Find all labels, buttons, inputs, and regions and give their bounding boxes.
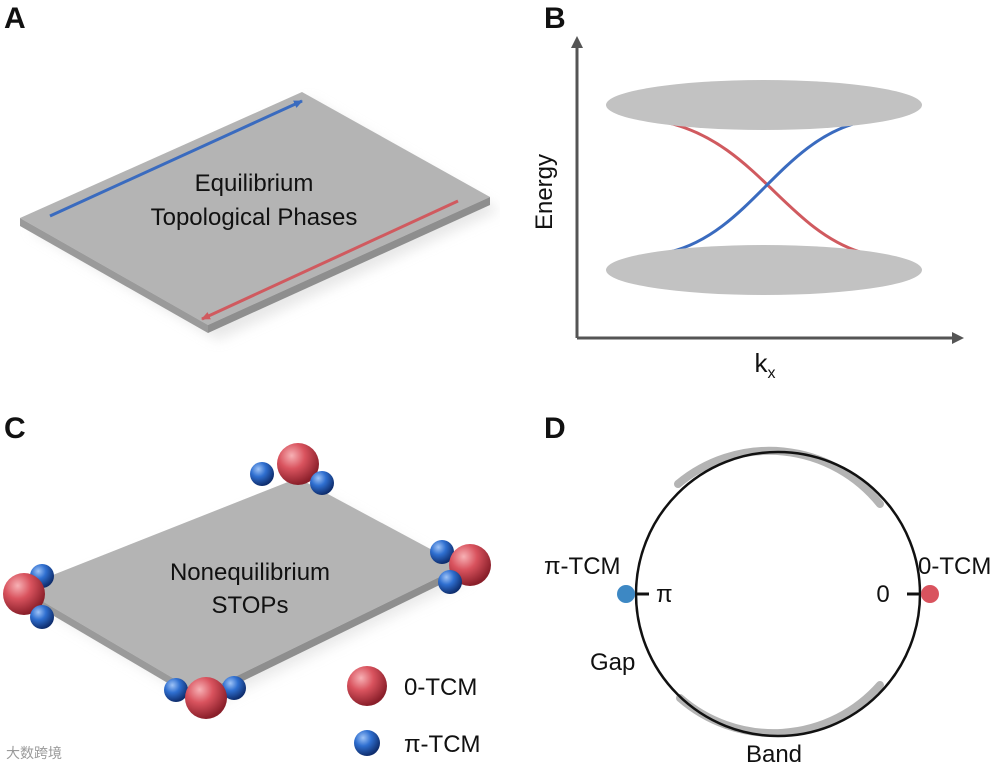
blue-sphere bbox=[430, 540, 454, 564]
blue-edge-state bbox=[669, 120, 861, 254]
blue-sphere bbox=[438, 570, 462, 594]
gap-label: Gap bbox=[590, 649, 635, 676]
panel-b-diagram: Energy kx bbox=[531, 36, 964, 382]
lower-band bbox=[606, 245, 922, 295]
zero-tick-label: 0 bbox=[876, 581, 889, 608]
zero-tcm-dot bbox=[921, 585, 939, 603]
red-sphere bbox=[3, 573, 45, 615]
legend-0-tcm-label: 0-TCM bbox=[404, 674, 477, 701]
nonequilibrium-slab bbox=[20, 478, 462, 694]
slab-edge bbox=[20, 218, 208, 333]
blue-sphere bbox=[250, 462, 274, 486]
legend-pi-tcm-label: π-TCM bbox=[404, 731, 481, 758]
panel-c-label: C bbox=[4, 412, 26, 445]
equilibrium-slab bbox=[20, 92, 490, 325]
blue-sphere bbox=[310, 471, 334, 495]
band-label: Band bbox=[746, 741, 802, 767]
panel-b-label: B bbox=[544, 2, 566, 35]
blue-edge-arrow bbox=[49, 99, 303, 218]
panel-a-diagram: Equilibrium Topological Phases bbox=[20, 92, 500, 340]
blue-sphere bbox=[30, 605, 54, 629]
upper-band-arc bbox=[674, 446, 884, 508]
legend-pi-tcm-sphere bbox=[354, 730, 380, 756]
panel-a-title-line1: Equilibrium bbox=[195, 170, 314, 197]
energy-axis-label: Energy bbox=[531, 154, 558, 230]
panel-d-label: D bbox=[544, 412, 566, 445]
red-edge-arrow bbox=[201, 199, 459, 321]
kx-axis-label: kx bbox=[755, 348, 776, 382]
watermark-logo: 大数跨境 bbox=[6, 746, 62, 762]
red-sphere bbox=[277, 443, 319, 485]
panel-a-title-line2: Topological Phases bbox=[151, 204, 358, 231]
lower-band-arc bbox=[676, 681, 884, 738]
panel-c-title-line2: STOPs bbox=[212, 592, 289, 619]
pi-tcm-dot bbox=[617, 585, 635, 603]
panel-c-title-line1: Nonequilibrium bbox=[170, 559, 330, 586]
panel-a-label: A bbox=[4, 2, 26, 35]
legend-0-tcm-sphere bbox=[347, 666, 387, 706]
pi-tcm-label: π-TCM bbox=[544, 553, 621, 580]
blue-sphere bbox=[164, 678, 188, 702]
upper-band bbox=[606, 80, 922, 130]
zero-tcm-label: 0-TCM bbox=[918, 553, 991, 580]
blue-sphere bbox=[222, 676, 246, 700]
red-edge-state bbox=[664, 120, 861, 254]
panel-c-diagram: Nonequilibrium STOPs 0-TCM π-TCM bbox=[3, 443, 491, 758]
red-sphere bbox=[185, 677, 227, 719]
panel-d-diagram: π-TCM 0-TCM π 0 Gap Band bbox=[544, 446, 991, 767]
pi-tick-label: π bbox=[656, 581, 673, 608]
